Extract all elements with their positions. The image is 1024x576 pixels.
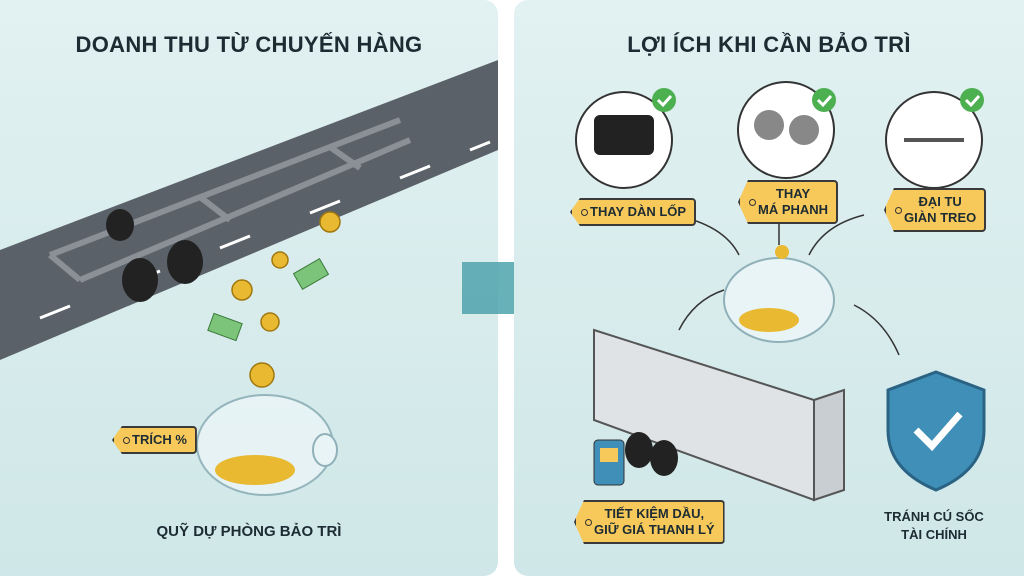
benefits-illustration	[575, 81, 986, 502]
trailer-road-illustration	[0, 60, 498, 496]
wheels	[106, 209, 203, 302]
left-panel: DOANH THU TỪ CHUYẾN HÀNG TRÍCH % QUỸ DỰ …	[0, 0, 498, 576]
shield-icon	[886, 370, 986, 492]
banknotes	[207, 258, 330, 342]
right-title: LỢI ÍCH KHI CẦN BẢO TRÌ	[627, 32, 911, 57]
trailer-icon	[593, 328, 845, 502]
trich-tag: TRÍCH %	[112, 426, 197, 454]
brake-icon	[737, 81, 835, 179]
fund-caption: QUỸ DỰ PHÒNG BẢO TRÌ	[156, 523, 342, 540]
tag-tires: THAY DÀN LỐP	[570, 198, 697, 226]
check-icons	[652, 88, 984, 112]
left-title: DOANH THU TỪ CHUYẾN HÀNG	[75, 32, 423, 57]
right-panel: LỢI ÍCH KHI CẦN BẢO TRÌ THAY DÀN LỐP THA…	[514, 0, 1024, 576]
piggy-bank-icon	[196, 394, 338, 496]
fuel-pump-icon	[593, 439, 625, 486]
piggy-bank-icon	[723, 245, 835, 343]
tag-fuel: TIẾT KIỆM DẦU,GIỮ GIÁ THANH LÝ	[574, 500, 725, 544]
coins	[231, 211, 341, 388]
